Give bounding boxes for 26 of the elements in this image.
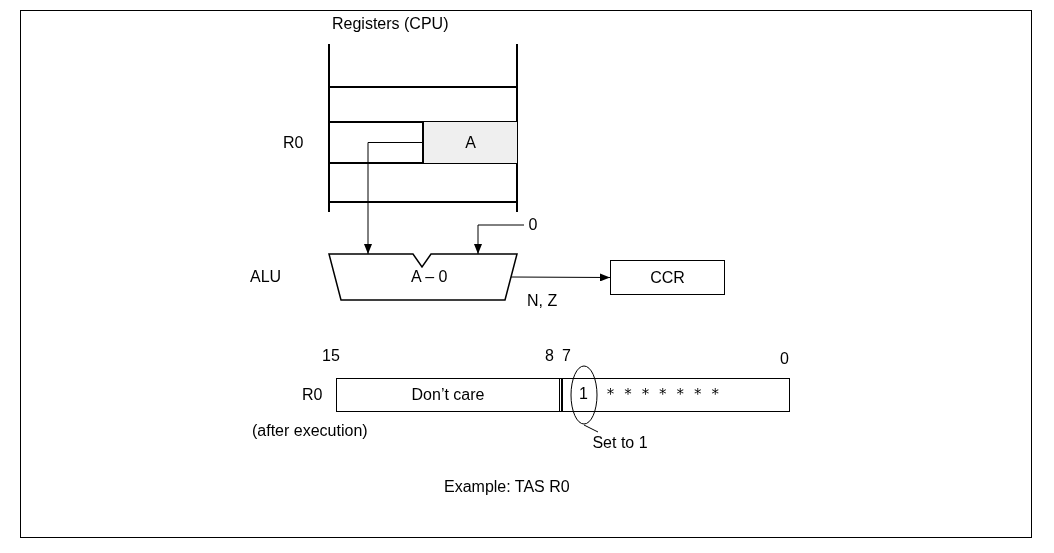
- register-byte-cell: A: [422, 122, 517, 163]
- caption: Example: TAS R0: [444, 478, 570, 496]
- bit-value: 1: [579, 385, 588, 403]
- alu-trapezoid: [329, 254, 517, 300]
- register-heading: Registers (CPU): [332, 15, 449, 33]
- annotation-text: Set to 1: [582, 432, 658, 454]
- unit-label: ALU: [250, 268, 282, 286]
- bit-number: 0: [780, 350, 789, 368]
- arrow: [474, 224, 525, 255]
- bit-number: 8: [545, 347, 554, 365]
- note-text: (after execution): [252, 422, 368, 440]
- ccr-box: CCR: [610, 260, 725, 295]
- arrow: [510, 273, 611, 282]
- upper-byte-field: Don’t care: [336, 378, 562, 412]
- leader-line: [583, 424, 599, 433]
- row-label: R0: [302, 386, 323, 404]
- alu-operation: A – 0: [411, 268, 448, 286]
- row-label: R0: [283, 134, 304, 152]
- lower-byte-field: [562, 378, 790, 412]
- bit-ellipse: [570, 365, 598, 425]
- arrow: [364, 142, 423, 255]
- edge-label: N, Z: [527, 292, 558, 310]
- bit-number: 15: [322, 347, 340, 365]
- bit-values: * * * * * * *: [607, 386, 719, 402]
- constant-value: 0: [524, 215, 542, 235]
- bit-number: 7: [562, 347, 571, 365]
